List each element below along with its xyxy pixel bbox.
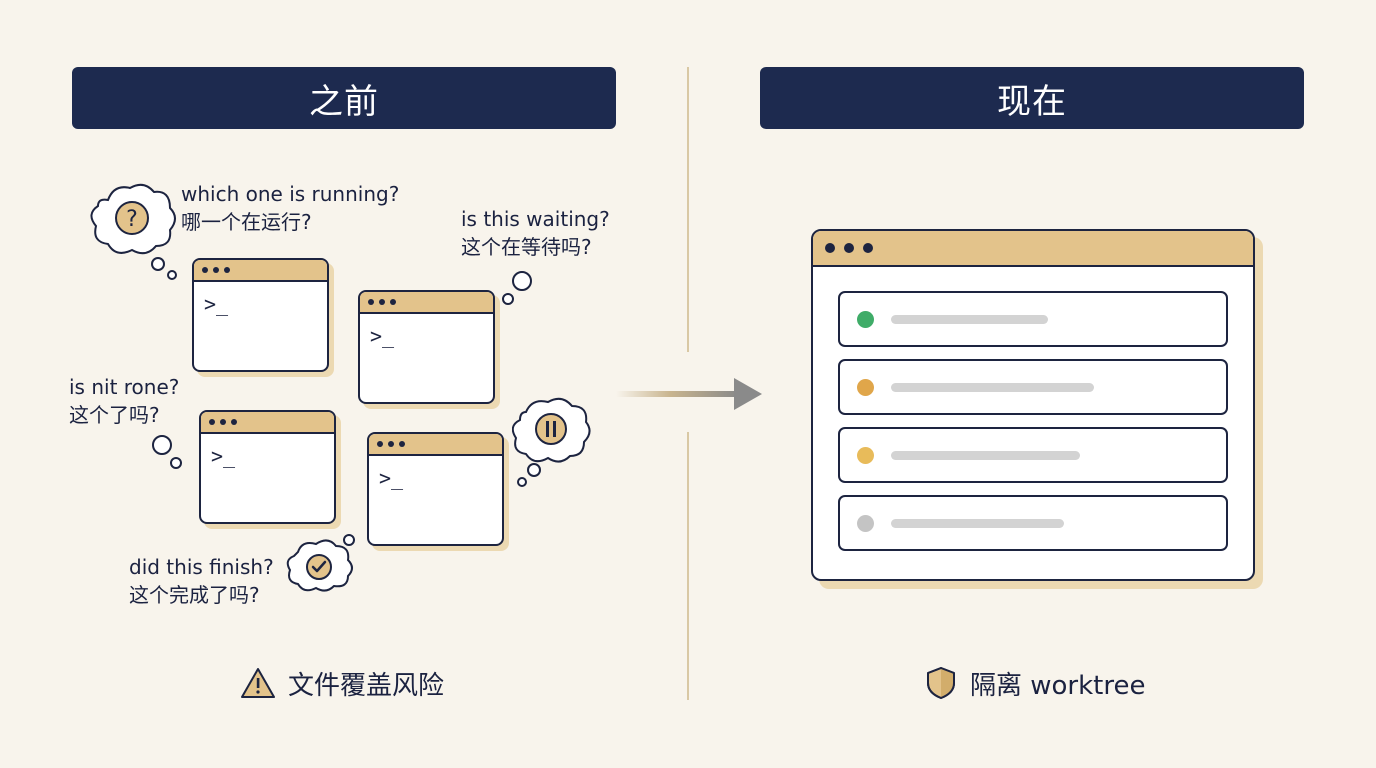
worktree-row[interactable]: [838, 359, 1228, 415]
row-placeholder-line: [891, 518, 1064, 528]
terminal-prompt: >_: [379, 466, 404, 490]
caption-waiting: is this waiting? 这个在等待吗?: [461, 205, 610, 261]
question-icon: ?: [115, 201, 149, 235]
terminal-prompt: >_: [211, 444, 236, 468]
worktree-row[interactable]: [838, 427, 1228, 483]
caption-running-zh: 哪一个在运行?: [181, 210, 312, 234]
warning-text: 文件覆盖风险: [288, 670, 445, 701]
check-icon: [306, 554, 332, 580]
divider-top: [687, 67, 689, 352]
status-dot-gray: [857, 514, 874, 532]
row-placeholder-line: [891, 450, 1080, 460]
worktree-row[interactable]: [838, 291, 1228, 347]
svg-text:?: ?: [126, 207, 138, 232]
isolation-text: 隔离 worktree: [970, 670, 1146, 701]
isolation-label: 隔离 worktree: [924, 663, 1146, 703]
status-dot-green: [857, 310, 874, 328]
worktree-window: [811, 229, 1255, 581]
thought-dots-done: [152, 435, 182, 469]
worktree-row[interactable]: [838, 495, 1228, 551]
status-dot-orange: [857, 378, 874, 396]
terminal-window-4: >_: [367, 432, 504, 546]
caption-done-zh: 这个了吗?: [69, 403, 160, 427]
caption-finish: did this finish? 这个完成了吗?: [129, 553, 274, 609]
terminal-window-1: >_: [192, 258, 329, 372]
caption-running-en: which one is running?: [181, 182, 400, 206]
caption-done: is nit rone? 这个了吗?: [69, 373, 179, 429]
caption-finish-en: did this finish?: [129, 555, 274, 579]
terminal-prompt: >_: [370, 324, 395, 348]
question-thought-bubble: ?: [90, 183, 177, 280]
warning-label: 文件覆盖风险: [240, 663, 444, 703]
terminal-window-3: >_: [199, 410, 336, 524]
row-placeholder-line: [891, 382, 1094, 392]
pause-thought-bubble: [512, 397, 591, 487]
caption-finish-zh: 这个完成了吗?: [129, 583, 260, 607]
after-title: 现在: [997, 81, 1067, 122]
terminal-titlebar: [360, 292, 493, 314]
status-dot-yellow: [857, 446, 874, 464]
terminal-prompt: >_: [204, 292, 229, 316]
arrow-right-icon: [616, 378, 762, 410]
caption-running: which one is running? 哪一个在运行?: [181, 180, 399, 236]
caption-waiting-zh: 这个在等待吗?: [461, 235, 592, 259]
shield-icon: [927, 667, 955, 699]
caption-done-en: is nit rone?: [69, 375, 180, 399]
before-header: 之前: [72, 67, 616, 129]
window-titlebar: [813, 231, 1253, 267]
terminal-window-2: >_: [358, 290, 495, 404]
terminal-titlebar: [201, 412, 334, 434]
warning-triangle-icon: [241, 668, 275, 698]
window-dot: [844, 243, 854, 253]
window-dot: [863, 243, 873, 253]
caption-waiting-en: is this waiting?: [461, 207, 610, 231]
terminal-titlebar: [194, 260, 327, 282]
divider-bottom: [687, 432, 689, 700]
window-dot: [825, 243, 835, 253]
row-placeholder-line: [891, 314, 1048, 324]
check-thought-bubble: [286, 534, 355, 592]
after-header: 现在: [760, 67, 1304, 129]
before-title: 之前: [309, 81, 379, 122]
thought-dots-waiting: [502, 271, 532, 305]
terminal-titlebar: [369, 434, 502, 456]
pause-icon: [535, 413, 567, 445]
